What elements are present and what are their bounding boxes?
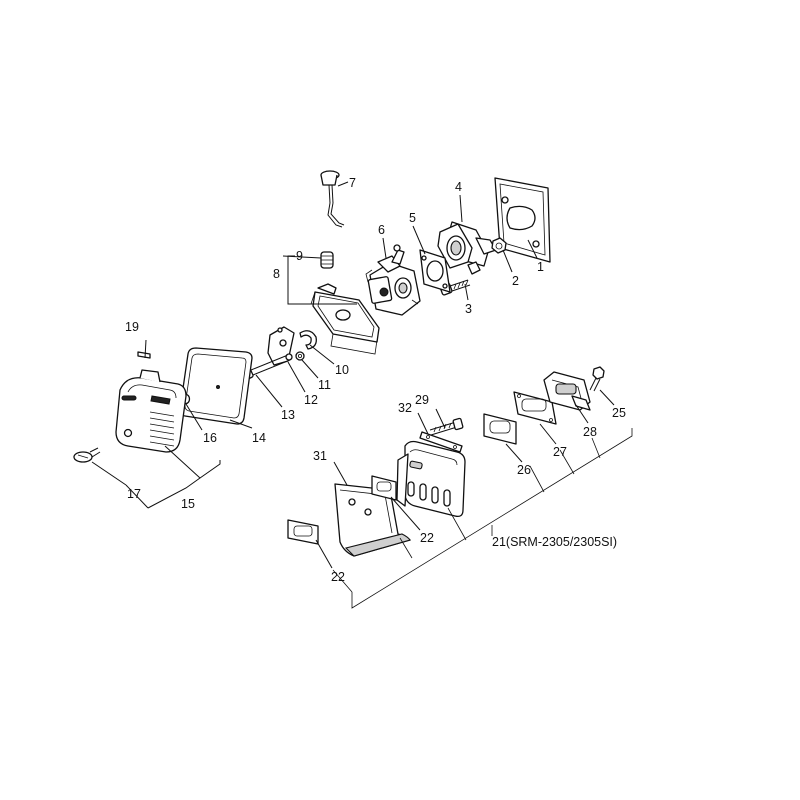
air-cleaner-cover xyxy=(115,369,187,453)
callout-13: 13 xyxy=(281,408,295,422)
muffler-bolt xyxy=(429,417,464,436)
callout-19: 19 xyxy=(125,320,139,334)
callout-27: 27 xyxy=(553,445,567,459)
callout-26: 26 xyxy=(517,463,531,477)
callout-3: 3 xyxy=(465,302,472,316)
spark-arrester xyxy=(543,371,591,411)
callout-22-upper: 22 xyxy=(420,531,434,545)
cover-clip xyxy=(137,351,151,359)
knob-screw xyxy=(73,447,101,463)
callout-15: 15 xyxy=(181,497,195,511)
muffler-gasket-inner xyxy=(371,475,397,501)
choke-lever xyxy=(320,170,345,228)
muffler-gasket-outer xyxy=(287,519,319,545)
muffler-heat-shield xyxy=(334,483,411,557)
callout-32: 32 xyxy=(398,401,412,415)
spring xyxy=(320,251,334,269)
callout-29: 29 xyxy=(415,393,429,407)
callout-1: 1 xyxy=(537,260,544,274)
callout-2: 2 xyxy=(512,274,519,288)
carburetor-gasket xyxy=(419,249,451,293)
insulator-block xyxy=(437,221,497,275)
callout-14: 14 xyxy=(252,431,266,445)
callout-12: 12 xyxy=(304,393,318,407)
callout-labels: 1 2 3 4 5 6 7 8 9 10 11 12 13 14 15 16 1… xyxy=(125,176,626,584)
exhaust-plate xyxy=(513,391,557,425)
callout-25: 25 xyxy=(612,406,626,420)
callout-28: 28 xyxy=(583,425,597,439)
carburetor xyxy=(365,244,421,316)
callout-10: 10 xyxy=(335,363,349,377)
lock-plate xyxy=(419,431,463,453)
air-cleaner-case xyxy=(310,283,380,355)
air-filter-element xyxy=(179,347,253,425)
muffler xyxy=(396,440,466,518)
callout-8: 8 xyxy=(273,267,280,281)
callout-9: 9 xyxy=(296,249,303,263)
arrester-screw xyxy=(589,366,605,392)
callout-22-lower: 22 xyxy=(331,570,345,584)
leader-lines xyxy=(91,181,633,609)
callout-4: 4 xyxy=(455,180,462,194)
callout-31: 31 xyxy=(313,449,327,463)
exhaust-gasket xyxy=(483,413,517,445)
callout-6: 6 xyxy=(378,223,385,237)
callout-21: 21(SRM-2305/2305SI) xyxy=(492,535,617,549)
callout-5: 5 xyxy=(409,211,416,225)
callout-17: 17 xyxy=(127,487,141,501)
insulator-gasket xyxy=(494,177,551,263)
callout-11: 11 xyxy=(318,378,331,392)
callout-16: 16 xyxy=(203,431,217,445)
nut xyxy=(491,237,507,254)
callout-7: 7 xyxy=(349,176,356,190)
washer xyxy=(295,351,305,361)
clip xyxy=(299,330,317,350)
